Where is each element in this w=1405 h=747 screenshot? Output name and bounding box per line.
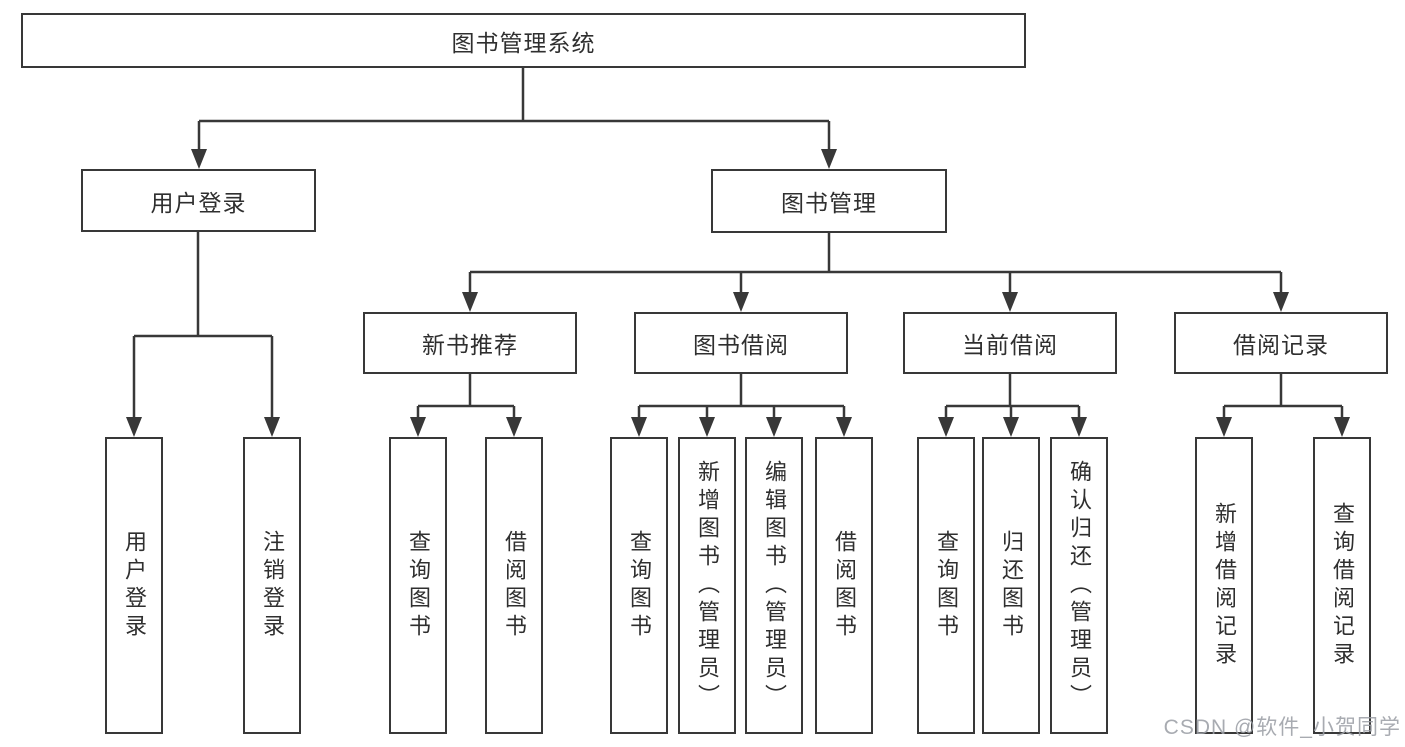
leaf-return-books: 归还图书 — [982, 437, 1040, 734]
leaf-query-books-recommend: 查询图书 — [389, 437, 447, 734]
leaf-query-borrow-record: 查询借阅记录 — [1313, 437, 1371, 734]
leaf-user-login: 用户登录 — [105, 437, 163, 734]
leaf-query-books-current: 查询图书 — [917, 437, 975, 734]
node-book-management: 图书管理 — [711, 169, 947, 233]
node-library-management-system: 图书管理系统 — [21, 13, 1026, 68]
leaf-borrow-books: 借阅图书 — [815, 437, 873, 734]
leaf-query-books-borrow: 查询图书 — [610, 437, 668, 734]
arrowheads — [126, 149, 1350, 437]
node-new-book-recommend: 新书推荐 — [363, 312, 577, 374]
csdn-watermark: CSDN @软件_小贺同学 — [1163, 716, 1401, 739]
node-user-login: 用户登录 — [81, 169, 316, 232]
node-borrow-records: 借阅记录 — [1174, 312, 1388, 374]
leaf-logout: 注销登录 — [243, 437, 301, 734]
leaf-add-borrow-record: 新增借阅记录 — [1195, 437, 1253, 734]
node-current-borrow: 当前借阅 — [903, 312, 1117, 374]
node-book-borrow: 图书借阅 — [634, 312, 848, 374]
leaf-borrow-books-recommend: 借阅图书 — [485, 437, 543, 734]
leaf-edit-book-admin: 编辑图书（管理员） — [745, 437, 803, 734]
leaf-add-book-admin: 新增图书（管理员） — [678, 437, 736, 734]
leaf-confirm-return-admin: 确认归还（管理员） — [1050, 437, 1108, 734]
